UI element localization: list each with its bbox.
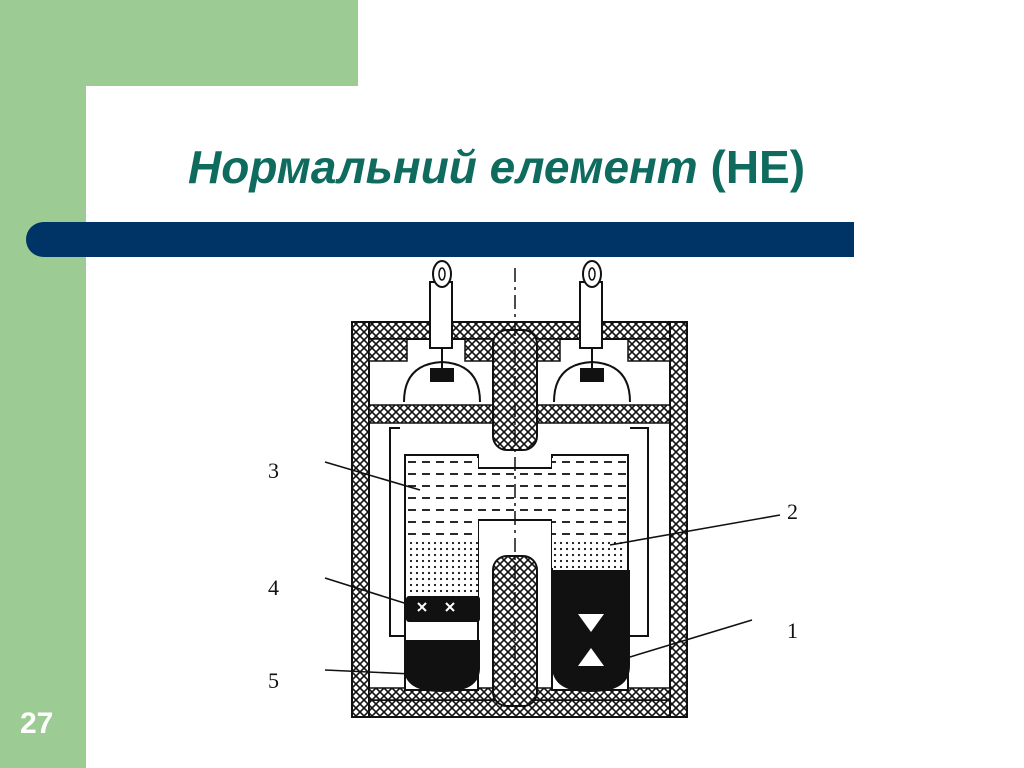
title-underline-bar — [26, 222, 854, 257]
callout-leaders — [324, 461, 781, 675]
callout-label-4: 4 — [268, 575, 279, 600]
left-green-band — [0, 0, 86, 768]
left-electrode — [404, 596, 480, 692]
lead-wires — [389, 427, 649, 637]
callout-label-2: 2 — [787, 499, 798, 524]
top-green-band — [0, 0, 358, 86]
title-italic-part: Нормальний елемент — [188, 141, 698, 193]
right-paste-layer — [552, 538, 626, 568]
right-electrode — [552, 570, 630, 692]
callout-label-1: 1 — [787, 618, 798, 643]
right-terminal — [553, 260, 631, 403]
left-paste-layer — [408, 538, 478, 596]
outer-casing — [351, 321, 688, 718]
title-plain-part: (НЕ) — [710, 141, 806, 193]
callout-label-5: 5 — [268, 668, 279, 693]
slide-number: 27 — [20, 707, 54, 740]
electrolyte-solution — [408, 458, 626, 538]
slide-title: Нормальний елемент (НЕ) — [188, 142, 805, 193]
callout-label-3: 3 — [268, 458, 279, 483]
normal-element-diagram: 1 2 3 4 5 — [250, 258, 820, 728]
left-terminal — [403, 260, 481, 403]
